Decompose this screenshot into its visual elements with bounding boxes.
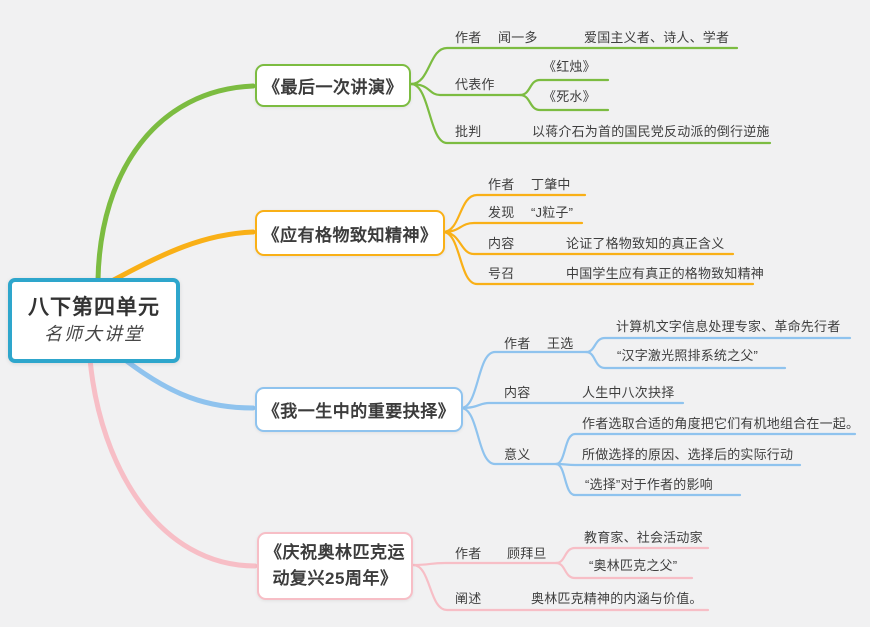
branch2-row-call-line	[441, 230, 755, 286]
branch3-meaning2-line	[554, 462, 802, 467]
branch3-main-curve	[121, 356, 256, 411]
topic-gewuzhizhi[interactable]: 《应有格物致知精神》	[255, 210, 445, 256]
branch3-row-meaning-line	[459, 406, 558, 466]
branch2-discover[interactable]: “J粒子”	[531, 205, 574, 220]
branch3-author-desc2[interactable]: “汉字激光照排系统之父”	[617, 348, 759, 363]
branch3-content[interactable]: 人生中八次抉择	[582, 385, 675, 400]
branch1-works-label[interactable]: 代表作	[455, 77, 495, 92]
branch1-connectors	[95, 46, 772, 283]
branch3-content-label[interactable]: 内容	[504, 385, 531, 400]
branch3-sub-connectors	[459, 336, 857, 497]
root-title: 八下第四单元	[28, 295, 160, 319]
topic-important-choice[interactable]: 《我一生中的重要抉择》	[255, 387, 463, 432]
branch3-row-content-line	[459, 401, 685, 410]
branch1-row-critic-line	[409, 82, 772, 145]
branch3-meaning1[interactable]: 作者选取合适的角度把它们有机地组合在一起。	[582, 416, 860, 431]
branch2-author[interactable]: 丁肇中	[531, 177, 571, 192]
branch3-author-desc1[interactable]: 计算机文字信息处理专家、革命先行者	[616, 319, 841, 334]
branch3-authordesc2-line	[584, 350, 787, 370]
branch3-meaning2[interactable]: 所做选择的原因、选择后的实际行动	[582, 447, 794, 462]
branch3-author[interactable]: 王选	[547, 336, 574, 351]
branch1-author[interactable]: 闻一多	[498, 30, 538, 45]
branch3-meaning3[interactable]: “选择”对于作者的影响	[585, 477, 713, 492]
branch1-author-desc[interactable]: 爱国主义者、诗人、学者	[584, 30, 730, 45]
branch1-work2[interactable]: 《死水》	[543, 89, 596, 104]
branch3-meaning1-line	[554, 432, 857, 466]
branch2-content[interactable]: 论证了格物致知的真正含义	[566, 236, 725, 251]
branch2-row-discover-line	[441, 221, 584, 234]
branch4-author-desc1[interactable]: 教育家、社会活动家	[584, 530, 703, 545]
branch4-author[interactable]: 顾拜旦	[507, 546, 547, 561]
branch4-explain[interactable]: 奥林匹克精神的内涵与价值。	[531, 591, 703, 606]
root-subtitle: 名师大讲堂	[44, 323, 144, 344]
branch2-call[interactable]: 中国学生应有真正的格物致知精神	[566, 266, 765, 281]
root-node[interactable]: 八下第四单元 名师大讲堂	[8, 278, 180, 363]
branch4-author-label[interactable]: 作者	[455, 546, 482, 561]
topic-olympic[interactable]: 《庆祝奥林匹克运 动复兴25周年》	[257, 532, 413, 600]
branch4-main-curve	[87, 356, 258, 569]
branch4-explain-label[interactable]: 阐述	[455, 591, 482, 606]
topic-last-speech[interactable]: 《最后一次讲演》	[255, 64, 411, 107]
branch3-author-label[interactable]: 作者	[504, 336, 531, 351]
branch2-discover-label[interactable]: 发现	[488, 205, 515, 220]
branch1-author-label[interactable]: 作者	[455, 30, 482, 45]
branch4-connectors	[87, 356, 710, 612]
branch2-connectors	[107, 193, 755, 286]
branch3-meaning-label[interactable]: 意义	[504, 447, 531, 462]
branch2-call-label[interactable]: 号召	[488, 266, 514, 281]
branch1-work1[interactable]: 《红烛》	[543, 59, 596, 74]
branch4-author-desc2[interactable]: “奥林匹克之父”	[589, 558, 678, 573]
branch4-authordesc2-line	[554, 561, 694, 580]
branch1-critic[interactable]: 以蒋介石为首的国民党反动派的倒行逆施	[532, 124, 770, 139]
branch1-row-works-line	[409, 82, 522, 97]
branch2-main-curve	[107, 229, 256, 285]
branch1-work2-line	[518, 93, 610, 112]
branch2-author-label[interactable]: 作者	[488, 177, 515, 192]
branch1-critic-label[interactable]: 批判	[455, 124, 482, 139]
branch3-meaning3-line	[554, 462, 742, 497]
topic-olympic-line2: 动复兴25周年》	[272, 569, 398, 588]
branch4-row-explain-line	[411, 563, 710, 612]
branch3-row-author-line	[459, 350, 588, 410]
branch1-row-author-line	[409, 46, 739, 86]
topic-olympic-line1: 《庆祝奥林匹克运	[265, 543, 405, 562]
branch3-connectors	[121, 336, 857, 497]
branch1-main-curve	[95, 83, 256, 283]
branch2-call-label-text: 号召	[488, 266, 515, 281]
branch4-row-author-line	[411, 561, 558, 567]
branch2-content-label[interactable]: 内容	[488, 236, 515, 251]
